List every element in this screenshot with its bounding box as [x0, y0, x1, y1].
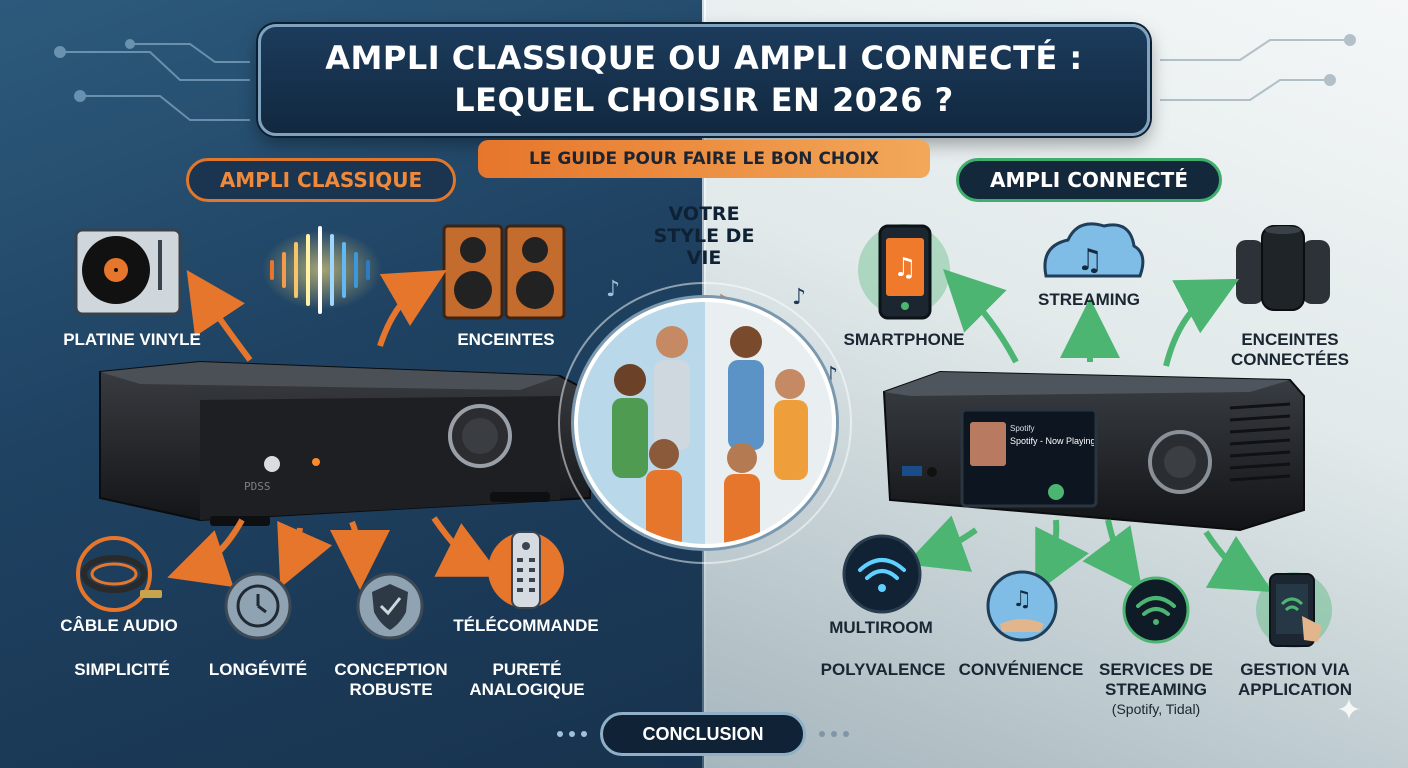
- connected-heading: AMPLI CONNECTÉ: [956, 158, 1222, 202]
- subtitle-banner: LE GUIDE POUR FAIRE LE BON CHOIX: [478, 140, 930, 178]
- arrow-to-cable: [167, 518, 245, 588]
- streaming-services-note: (Spotify, Tidal): [1111, 700, 1201, 717]
- label-connected-speakers: ENCEINTES CONNECTÉES: [1230, 330, 1350, 370]
- sparkle-icon: ✦: [1336, 694, 1362, 727]
- classic-heading: AMPLI CLASSIQUE: [186, 158, 456, 202]
- people-drawing: [612, 326, 808, 544]
- trait-longevity: LONGÉVITÉ: [208, 660, 308, 679]
- label-speakers: ENCEINTES: [457, 330, 555, 349]
- arrow-to-longevity: [277, 520, 333, 588]
- title-line-1: AMPLI CLASSIQUE OU AMPLI CONNECTÉ :: [325, 39, 1083, 78]
- app-control-icon: [1256, 572, 1332, 648]
- trait-convenience: CONVÉNIENCE: [958, 660, 1084, 679]
- turntable-icon: [74, 228, 182, 316]
- trait-versatility: POLYVALENCE: [820, 660, 946, 679]
- svg-text:♫: ♫: [1077, 243, 1104, 278]
- lifestyle-circle-ring: [558, 282, 852, 564]
- streaming-cloud-icon: ♫: [1043, 222, 1145, 278]
- trait-app-control: GESTION VIA APPLICATION: [1238, 660, 1352, 700]
- multiroom-wifi-icon: [842, 534, 922, 614]
- svg-text:♫: ♫: [1012, 587, 1032, 612]
- svg-text:♪: ♪: [792, 285, 806, 310]
- circuit-lines-left: [54, 39, 250, 121]
- speakers-icon: [442, 224, 566, 320]
- robust-shield-icon: [356, 572, 424, 640]
- arrow-to-services: [1082, 519, 1143, 592]
- svg-text:♫: ♫: [893, 253, 916, 283]
- longevity-clock-icon: [224, 572, 292, 640]
- arrow-to-multiroom: [905, 515, 978, 572]
- person-left-1: [612, 364, 648, 478]
- label-multiroom: MULTIROOM: [829, 618, 933, 637]
- conclusion-connector-dots: [557, 731, 849, 737]
- label-audio-cable: CÂBLE AUDIO: [60, 616, 178, 635]
- arrow-to-robust: [329, 520, 390, 590]
- lifestyle-label: VOTRE STYLE DE VIE: [653, 203, 755, 269]
- person-left-2: [654, 326, 690, 450]
- person-right-1: [728, 326, 764, 450]
- lifestyle-people-illustration: [574, 298, 836, 548]
- arrow-to-app: [1203, 530, 1273, 593]
- label-smartphone: SMARTPHONE: [843, 330, 965, 349]
- arrow-to-remote: [431, 516, 502, 577]
- remote-control-icon: [488, 531, 564, 609]
- svg-text:♪: ♪: [606, 277, 620, 302]
- arrow-to-speakers: [377, 269, 447, 347]
- arrow-to-convenience: [1035, 519, 1089, 594]
- arrow-to-connected-speakers: [1163, 278, 1240, 367]
- sound-wave-icon: [262, 226, 382, 314]
- connected-amplifier: [882, 370, 1305, 532]
- person-right-2: [774, 369, 808, 480]
- connected-speakers-icon: [1236, 225, 1330, 311]
- title-banner: AMPLI CLASSIQUE OU AMPLI CONNECTÉ : LEQU…: [258, 24, 1150, 136]
- audio-cable-icon: [76, 536, 162, 612]
- title-line-2: LEQUEL CHOISIR EN 2026 ?: [454, 81, 954, 119]
- screen-app-name: Spotify: [1010, 424, 1035, 433]
- trait-analog-purity: PURETÉ ANALOGIQUE: [469, 660, 585, 700]
- classic-amp-brand: PDSS: [244, 480, 271, 493]
- trait-simplicity: SIMPLICITÉ: [74, 660, 170, 679]
- conclusion-button[interactable]: CONCLUSION: [600, 712, 806, 756]
- arrow-to-turntable: [186, 270, 253, 362]
- streaming-services-icon: [1122, 576, 1190, 644]
- trait-streaming-services-label: SERVICES DE STREAMING: [1098, 660, 1213, 700]
- person-left-3: [646, 439, 682, 544]
- convenience-hand-icon: ♫: [986, 570, 1058, 642]
- arrow-to-smartphone: [943, 269, 1019, 364]
- circuit-lines-right: [1160, 34, 1356, 101]
- classic-amplifier: [99, 360, 591, 526]
- label-turntable: PLATINE VINYLE: [63, 330, 201, 349]
- trait-robust-design: CONCEPTION ROBUSTE: [334, 660, 448, 700]
- screen-now-playing: Spotify - Now Playing: [1010, 436, 1094, 446]
- smartphone-icon: ♫: [858, 224, 950, 320]
- label-remote: TÉLÉCOMMANDE: [453, 616, 599, 635]
- trait-streaming-services: SERVICES DE STREAMING (Spotify, Tidal): [1090, 660, 1222, 718]
- label-streaming: STREAMING: [1038, 290, 1140, 309]
- person-right-3: [724, 443, 760, 544]
